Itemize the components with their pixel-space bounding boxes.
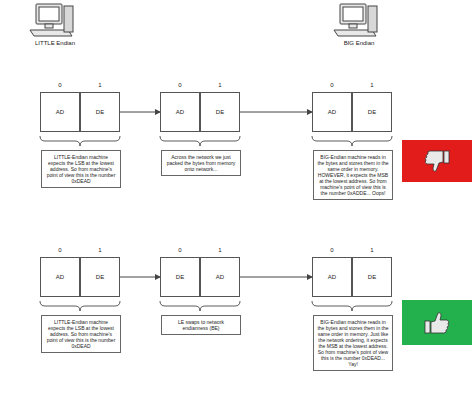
byte-cell: AD: [40, 257, 80, 297]
note-text: BIG-Endian machine reads in the bytes an…: [317, 319, 388, 367]
address-index: 0: [58, 247, 61, 253]
arrow-connector: [240, 112, 312, 113]
byte-cell: DE: [80, 92, 120, 132]
note-box: LITTLE-Endian machine expects the LSB at…: [41, 315, 121, 353]
address-index: 0: [330, 82, 333, 88]
byte-value: DE: [96, 109, 104, 115]
byte-value: AD: [56, 274, 64, 280]
byte-value: AD: [176, 109, 184, 115]
address-index: 1: [218, 247, 221, 253]
byte-value: DE: [96, 274, 104, 280]
address-index: 1: [218, 82, 221, 88]
byte-value: AD: [328, 109, 336, 115]
note-text: LITTLE-Endian machine expects the LSB at…: [47, 319, 116, 349]
byte-cell: AD: [312, 257, 352, 297]
computer-icon: [334, 4, 377, 36]
byte-cell: DE: [352, 92, 392, 132]
address-index: 0: [58, 82, 61, 88]
brace: [40, 136, 392, 311]
byte-cell: AD: [160, 92, 200, 132]
byte-cell: DE: [80, 257, 120, 297]
computer-icon: [30, 4, 73, 36]
machine-label: LITTLE Endian: [35, 40, 75, 46]
fail-panel: [402, 140, 472, 182]
byte-value: AD: [328, 274, 336, 280]
byte-cell: DE: [160, 257, 200, 297]
address-index: 0: [178, 82, 181, 88]
arrow-connector: [120, 112, 160, 113]
arrow-connector: [240, 277, 312, 278]
byte-cell: AD: [40, 92, 80, 132]
byte-value: DE: [368, 109, 376, 115]
address-index: 0: [330, 247, 333, 253]
address-index: 1: [370, 82, 373, 88]
address-index: 1: [370, 247, 373, 253]
note-box: BIG-Endian machine reads in the bytes an…: [313, 150, 393, 200]
note-box: LE swaps to network endianness (BE): [161, 315, 241, 335]
byte-value: AD: [216, 274, 224, 280]
thumbs-up: [425, 313, 449, 333]
byte-cell: DE: [352, 257, 392, 297]
address-index: 0: [178, 247, 181, 253]
success-panel: [402, 300, 472, 345]
note-text: LITTLE-Endian machine expects the LSB at…: [47, 154, 116, 184]
note-text: BIG-Endian machine reads in the bytes an…: [317, 154, 388, 196]
note-text: Across the network we just packed the by…: [167, 154, 236, 172]
byte-value: DE: [216, 109, 224, 115]
byte-cell: AD: [200, 257, 240, 297]
note-box: BIG-Endian machine reads in the bytes an…: [313, 315, 393, 371]
byte-cell: DE: [200, 92, 240, 132]
byte-value: DE: [368, 274, 376, 280]
byte-value: DE: [176, 274, 184, 280]
note-box: Across the network we just packed the by…: [161, 150, 241, 176]
note-box: LITTLE-Endian machine expects the LSB at…: [41, 150, 121, 188]
address-index: 1: [98, 82, 101, 88]
note-text: LE swaps to network endianness (BE): [178, 319, 224, 331]
byte-value: AD: [56, 109, 64, 115]
thumbs-down: [425, 151, 449, 171]
arrow-connector: [120, 277, 160, 278]
byte-cell: AD: [312, 92, 352, 132]
address-index: 1: [98, 247, 101, 253]
machine-label: BIG Endian: [344, 40, 375, 46]
